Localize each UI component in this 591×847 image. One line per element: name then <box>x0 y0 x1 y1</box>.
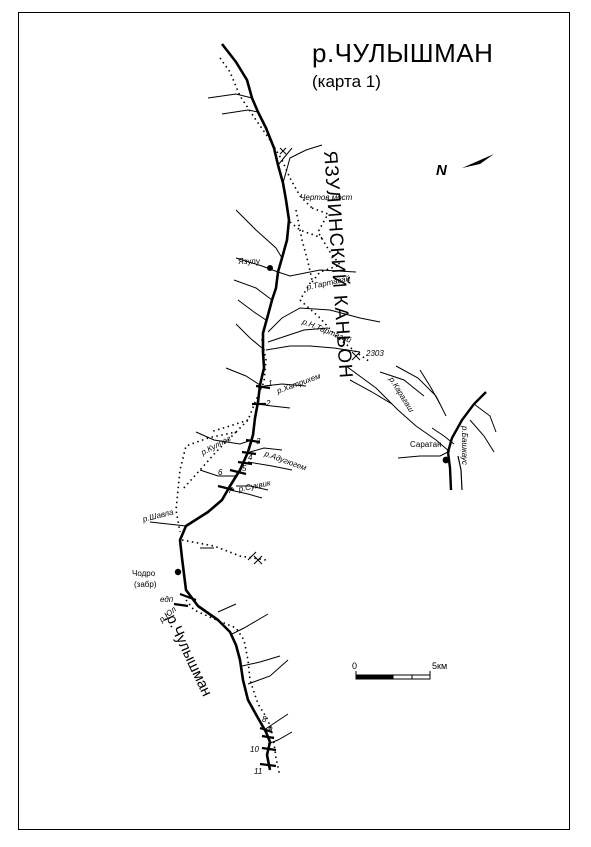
marker-10: 10 <box>250 745 259 754</box>
tributaries <box>149 93 497 745</box>
scale-bar <box>355 671 431 680</box>
north-arrow-icon <box>462 154 494 168</box>
map-frame <box>18 12 570 830</box>
map-title: р.ЧУЛЫШМАН <box>312 38 494 68</box>
marker-6: 6 <box>218 468 223 477</box>
marker-5: 5 <box>242 464 247 473</box>
peak-label: 2303 <box>366 349 384 358</box>
marker-11: 11 <box>254 767 263 776</box>
chodro-note: (забр) <box>134 580 157 589</box>
bashkaus-label: р.Башкаус <box>460 426 469 465</box>
yazulu-label: Язулу <box>238 257 260 266</box>
bashkaus-bank <box>457 455 463 491</box>
chertov-most-label: Чертов мост <box>300 193 353 202</box>
yazulu-dot <box>267 265 273 271</box>
marker-7: 7 <box>228 486 233 495</box>
marker-1: 1 <box>268 379 273 388</box>
marker-8: 8 <box>262 715 267 724</box>
main-river <box>178 43 291 771</box>
marker-3: 3 <box>256 437 261 446</box>
rapid-ticks <box>173 384 277 768</box>
chodro-label: Чодро <box>132 569 156 578</box>
saratan-label: Саратан <box>410 440 442 449</box>
scale-end: 5км <box>432 661 448 671</box>
edp-label: едп <box>160 595 174 604</box>
pass-marks <box>253 147 361 565</box>
north-label: N <box>436 162 447 179</box>
trails <box>175 57 371 777</box>
map-subtitle: (карта 1) <box>312 72 381 91</box>
marker-9: 9 <box>268 725 273 734</box>
scale-start: 0 <box>352 661 358 671</box>
marker-2: 2 <box>266 399 271 408</box>
chodro-dot <box>174 568 182 576</box>
marker-4: 4 <box>248 453 253 462</box>
saratan-dot <box>442 456 450 464</box>
